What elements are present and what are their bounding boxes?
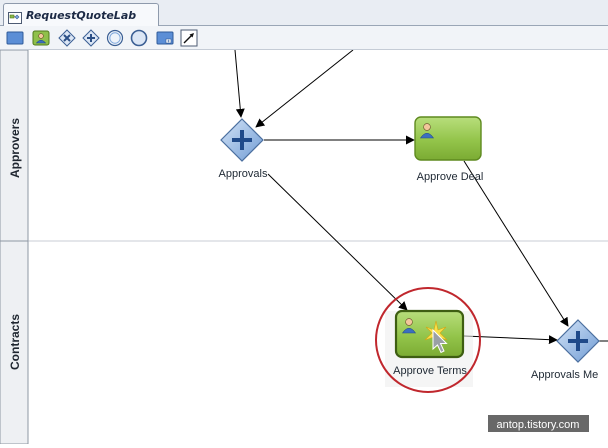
editor-tab-label: RequestQuoteLab	[26, 8, 137, 22]
flow-approvals-to-approve-terms[interactable]	[267, 173, 408, 311]
gateway-approvals-merge-label: Approvals Me	[531, 369, 598, 381]
editor-tab[interactable]: RequestQuoteLab	[3, 3, 159, 26]
lane-approvers[interactable]: Approvers	[0, 49, 608, 242]
editor-tab-bar: RequestQuoteLab	[0, 0, 608, 26]
watermark-text: antop.tistory.com	[497, 419, 580, 431]
watermark: antop.tistory.com	[488, 415, 589, 432]
end-event-tool-button[interactable]	[129, 28, 149, 48]
start-event-tool-icon	[106, 29, 124, 47]
exclusive-gateway-tool-button[interactable]	[57, 28, 77, 48]
sequence-flow-tool-icon	[180, 29, 198, 47]
start-event-tool-button[interactable]	[105, 28, 125, 48]
lane-label-approvers: Approvers	[8, 118, 22, 178]
mouse-cursor-icon	[432, 328, 448, 354]
subprocess-tool-button[interactable]	[155, 28, 175, 48]
task-approve-terms-label: Approve Terms	[393, 365, 467, 377]
subprocess-tool-icon	[156, 31, 174, 45]
end-event-tool-icon	[130, 29, 148, 47]
parallel-plus-icon	[568, 331, 588, 351]
diagram-canvas[interactable]: Approvers Contracts Approvals	[0, 49, 608, 445]
flow-approve-deal-to-merge[interactable]	[463, 160, 569, 327]
highlight-ring	[375, 287, 481, 393]
parallel-gateway-tool-icon	[82, 29, 100, 47]
task-approve-deal[interactable]: Approve Deal	[414, 116, 484, 183]
flow-into-approvals-2[interactable]	[255, 49, 354, 128]
user-task-tool-button[interactable]	[31, 28, 51, 48]
gateway-approvals[interactable]: Approvals	[219, 118, 268, 180]
lane-label-contracts: Contracts	[8, 314, 22, 370]
diagram-svg: Approvers Contracts Approvals	[0, 49, 608, 445]
sequence-flow-tool-button[interactable]	[179, 28, 199, 48]
parallel-gateway-tool-button[interactable]	[81, 28, 101, 48]
exclusive-gateway-tool-icon	[58, 29, 76, 47]
task-approve-terms[interactable]: Approve Terms	[375, 287, 481, 393]
sequence-flows	[234, 49, 608, 345]
activity-tool-icon	[6, 31, 24, 45]
process-diagram-icon	[8, 9, 22, 24]
user-icon	[419, 123, 435, 139]
lane-contracts[interactable]: Contracts	[0, 240, 608, 445]
user-icon	[401, 318, 417, 334]
flow-into-approvals-1[interactable]	[234, 49, 245, 118]
palette-toolbar	[0, 26, 608, 50]
activity-tool-button[interactable]	[5, 28, 25, 48]
user-task-tool-icon	[32, 30, 50, 46]
gateway-approvals-merge[interactable]: Approvals Me	[531, 319, 600, 381]
gateway-approvals-label: Approvals	[219, 168, 268, 180]
task-approve-deal-label: Approve Deal	[417, 171, 484, 183]
parallel-plus-icon	[232, 130, 252, 150]
